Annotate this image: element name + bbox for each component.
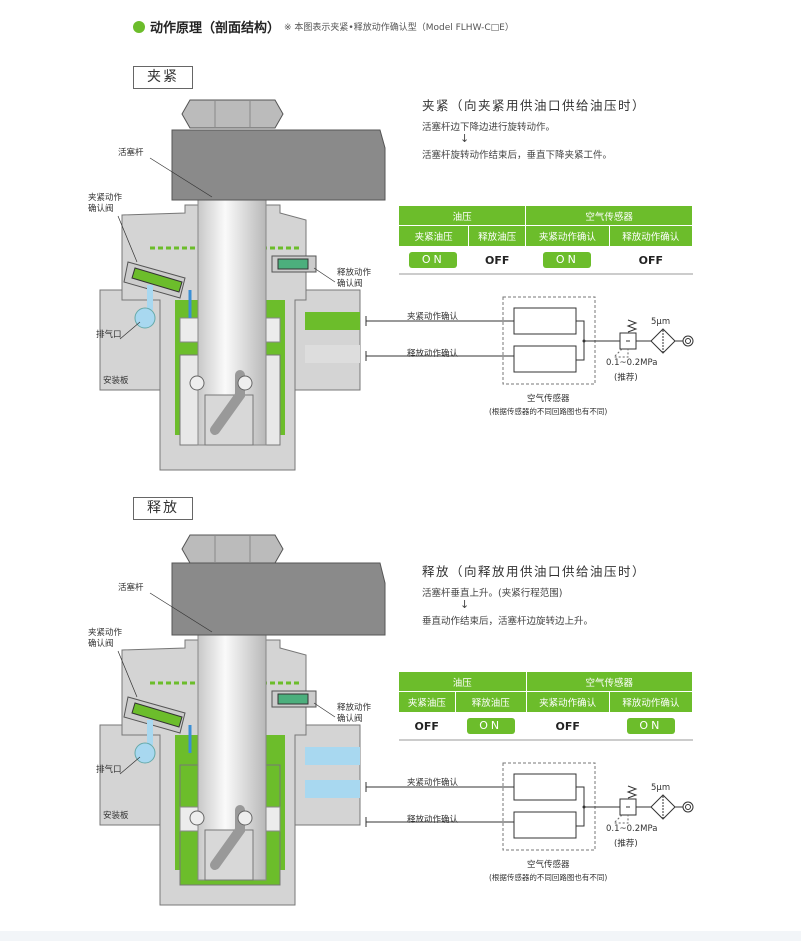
label-piston-rod: 活塞杆 bbox=[118, 583, 144, 593]
label-mounting-plate: 安装板 bbox=[103, 376, 129, 386]
label-exhaust-port: 排气口 bbox=[96, 330, 122, 340]
label-line: 释放动作 bbox=[337, 703, 372, 713]
description-line-1: 活塞杆边下降边进行旋转动作。 bbox=[422, 122, 556, 133]
air-circuit-diagram bbox=[365, 762, 694, 851]
col-clamp-oil: 夹紧油压 bbox=[397, 225, 470, 247]
operation-section: 夹紧 活塞杆 夹紧动作确认阀 释放动作确认阀 排气口 安装板 夹紧（向夹紧用供油… bbox=[0, 0, 801, 471]
header-title: 动作原理（剖面结构） bbox=[150, 21, 281, 36]
circuit-label-release-confirm: 释放动作确认 bbox=[407, 815, 459, 825]
sensor-label: 空气传感器 bbox=[527, 394, 570, 404]
down-arrow-icon: ↓ bbox=[460, 598, 470, 611]
label-mounting-plate: 安装板 bbox=[103, 811, 129, 821]
bullet-icon bbox=[133, 20, 145, 33]
col-release-confirm: 释放动作确认 bbox=[608, 225, 694, 247]
label-line: 确认阀 bbox=[88, 204, 114, 214]
mode-label: 释放 bbox=[133, 497, 193, 520]
circuit-label-clamp-confirm: 夹紧动作确认 bbox=[407, 312, 459, 322]
label-piston-rod: 活塞杆 bbox=[118, 148, 144, 158]
bottom-bar bbox=[0, 931, 801, 941]
description-title: 夹紧（向夹紧用供油口供给油压时） bbox=[422, 98, 647, 113]
col-release-oil: 释放油压 bbox=[468, 225, 527, 247]
sensor-note: (根据传感器的不同回路图也有不同) bbox=[489, 873, 608, 882]
header-note: ※ 本图表示夹紧•释放动作确认型（Model FLHW-C□E） bbox=[284, 23, 514, 33]
description-line-1: 活塞杆垂直上升。(夹紧行程范围) bbox=[422, 588, 563, 599]
value-cell: ON bbox=[608, 712, 694, 741]
col-release-oil: 释放油压 bbox=[454, 691, 527, 713]
description-line-2: 活塞杆旋转动作结束后，垂直下降夹紧工件。 bbox=[422, 150, 613, 161]
status-on-badge: ON bbox=[626, 718, 675, 734]
air-circuit-diagram bbox=[365, 296, 694, 385]
status-on-badge: ON bbox=[466, 718, 515, 734]
header-oil-pressure: 油压 bbox=[397, 205, 527, 226]
status-value: OFF bbox=[484, 253, 510, 267]
section-header: 动作原理（剖面结构） ※ 本图表示夹紧•释放动作确认型（Model FLHW-C… bbox=[133, 17, 514, 36]
value-cell: OFF bbox=[468, 246, 527, 275]
circuit-label-release-confirm: 释放动作确认 bbox=[407, 349, 459, 359]
sensor-label: 空气传感器 bbox=[527, 860, 570, 870]
cross-section-drawing bbox=[99, 534, 386, 906]
status-on-badge: ON bbox=[409, 252, 458, 268]
pressure-label: 0.1~0.2MPa bbox=[606, 824, 658, 834]
label-line: 夹紧动作 bbox=[88, 628, 123, 638]
label-line: 夹紧动作 bbox=[88, 193, 123, 203]
operation-section: 释放 活塞杆 夹紧动作确认阀 释放动作确认阀 排气口 安装板 释放（向释放用供油… bbox=[0, 0, 801, 906]
sensor-note: (根据传感器的不同回路图也有不同) bbox=[489, 407, 608, 416]
label-line: 确认阀 bbox=[337, 279, 363, 289]
down-arrow-icon: ↓ bbox=[460, 132, 470, 145]
circuit-label-clamp-confirm: 夹紧动作确认 bbox=[407, 778, 459, 788]
status-on-badge: ON bbox=[543, 252, 592, 268]
value-cell: OFF bbox=[608, 246, 694, 275]
label-exhaust-port: 排气口 bbox=[96, 765, 122, 775]
label-release-valve: 释放动作确认阀 bbox=[337, 268, 371, 290]
value-cell: ON bbox=[398, 246, 470, 275]
status-table: 油压空气传感器 夹紧油压释放油压夹紧动作确认释放动作确认 OFF ON OFF ON bbox=[398, 671, 694, 741]
description-line-2: 垂直动作结束后，活塞杆边旋转边上升。 bbox=[422, 616, 594, 627]
label-line: 确认阀 bbox=[337, 714, 363, 724]
label-release-valve: 释放动作确认阀 bbox=[337, 703, 371, 725]
col-clamp-oil: 夹紧油压 bbox=[398, 691, 456, 713]
recommended-label: (推荐) bbox=[614, 373, 638, 383]
value-cell: ON bbox=[454, 712, 527, 741]
value-cell: ON bbox=[525, 246, 610, 275]
col-release-confirm: 释放动作确认 bbox=[608, 691, 694, 713]
description-title: 释放（向释放用供油口供给油压时） bbox=[422, 564, 647, 579]
status-value: OFF bbox=[555, 719, 580, 733]
cross-section-drawing bbox=[99, 99, 386, 471]
header-oil-pressure: 油压 bbox=[398, 671, 527, 692]
label-line: 确认阀 bbox=[88, 639, 114, 649]
col-clamp-confirm: 夹紧动作确认 bbox=[525, 225, 610, 247]
value-cell: OFF bbox=[398, 712, 456, 741]
filter-label: 5μm bbox=[651, 783, 671, 793]
status-value: OFF bbox=[414, 719, 439, 733]
header-air-sensor: 空气传感器 bbox=[525, 671, 694, 692]
col-clamp-confirm: 夹紧动作确认 bbox=[525, 691, 610, 713]
value-cell: OFF bbox=[525, 712, 610, 741]
recommended-label: (推荐) bbox=[614, 839, 638, 849]
label-line: 释放动作 bbox=[337, 268, 372, 278]
mode-label: 夹紧 bbox=[133, 66, 193, 89]
status-value: OFF bbox=[638, 253, 663, 267]
label-clamp-valve: 夹紧动作确认阀 bbox=[88, 193, 122, 215]
label-clamp-valve: 夹紧动作确认阀 bbox=[88, 628, 122, 650]
pressure-label: 0.1~0.2MPa bbox=[606, 358, 658, 368]
filter-label: 5μm bbox=[651, 317, 671, 327]
